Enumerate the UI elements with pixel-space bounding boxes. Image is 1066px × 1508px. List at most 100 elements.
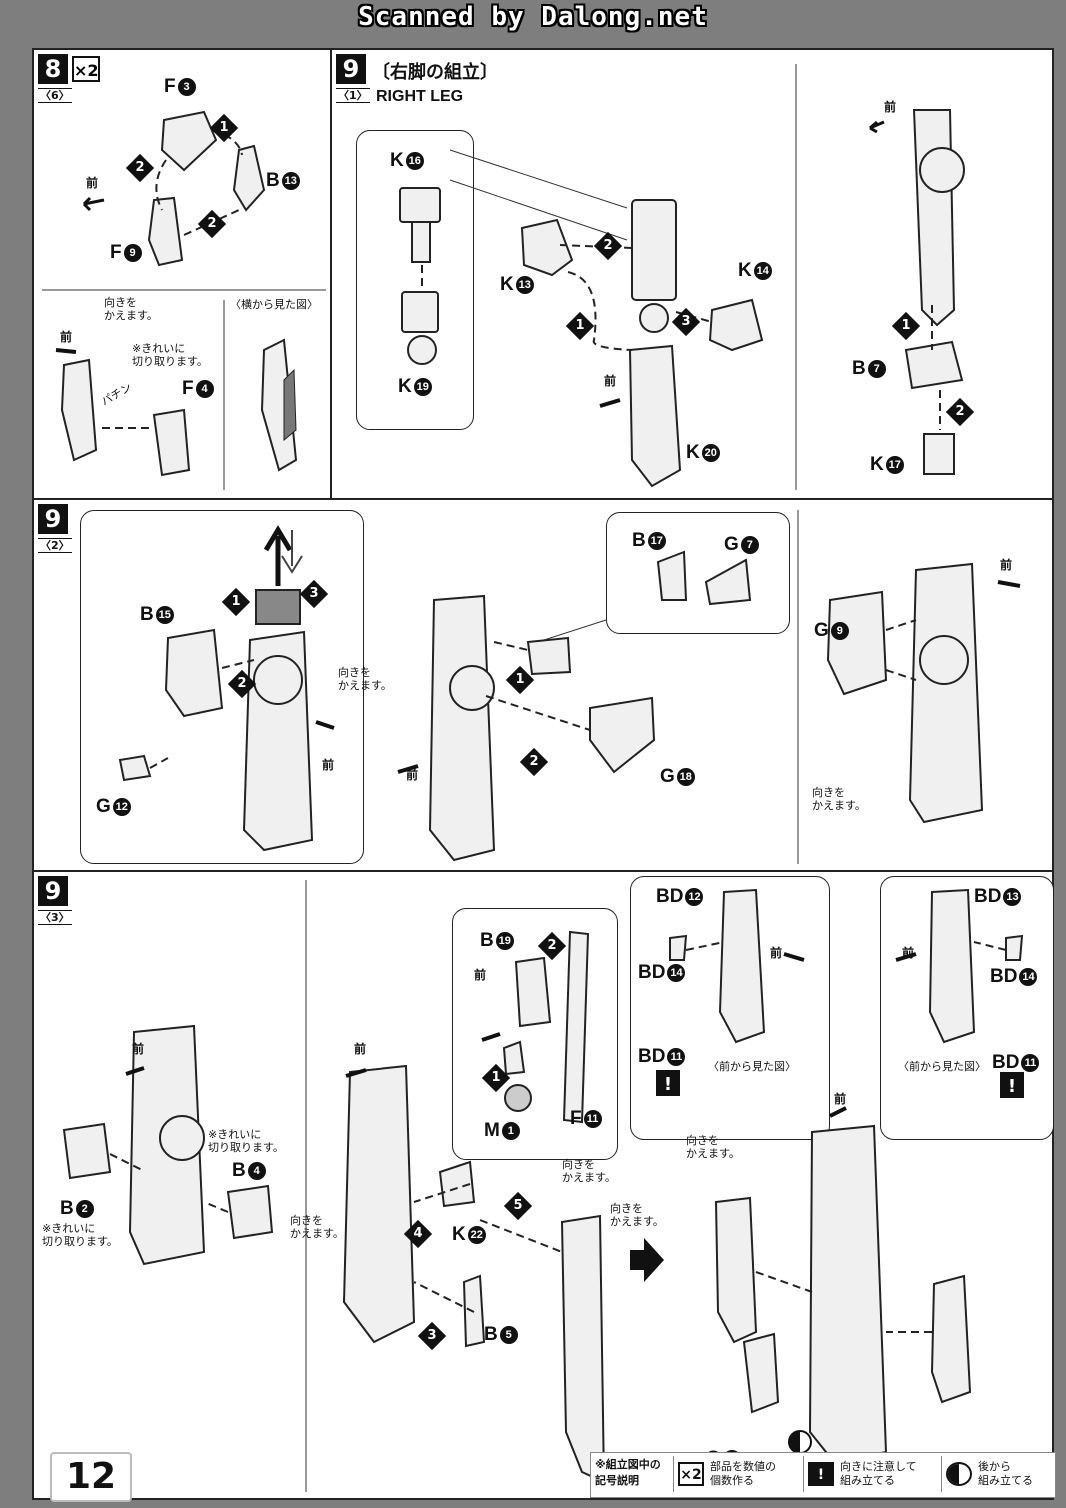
sequence-marker: 3 <box>417 1321 447 1351</box>
sequence-marker: 1 <box>505 665 535 695</box>
sub-step-number: 〈3〉 <box>38 910 72 925</box>
front-direction-label: 前 <box>86 176 99 190</box>
legend-text: 部品を数値の 個数作る <box>710 1460 776 1487</box>
multiply-icon: ×2 <box>678 1462 704 1486</box>
sequence-marker: 1 <box>209 113 239 143</box>
step9-1-diagram <box>399 64 965 490</box>
svg-text:!: ! <box>664 1074 672 1095</box>
step-number: 8 <box>38 54 68 84</box>
step9-3-diagram: ! ! <box>62 880 1024 1492</box>
sequence-marker: 2 <box>197 209 227 239</box>
sequence-marker: 3 <box>671 307 701 337</box>
callout-bubble <box>356 130 474 430</box>
turn-note: 向きを かえます。 <box>686 1134 740 1160</box>
front-direction-label: 前 <box>884 100 897 114</box>
front-direction-label: 前 <box>354 1042 367 1056</box>
sub-step-number: 〈1〉 <box>336 88 370 103</box>
front-direction-label: 前 <box>322 758 335 772</box>
sequence-marker: 5 <box>503 1191 533 1221</box>
section-title-jp: 〔右脚の組立〕 <box>372 62 498 83</box>
warning-icon: ! <box>808 1462 834 1486</box>
turn-note: 向きを かえます。 <box>812 786 866 812</box>
step-number: 9 <box>336 54 366 84</box>
legend-item-later: 後から 組み立てる <box>941 1456 1054 1492</box>
sequence-marker: 2 <box>593 231 623 261</box>
turn-note: 向きを かえます。 <box>290 1214 344 1240</box>
step8-diagram <box>42 110 326 490</box>
clean-cut-note: ※きれいに 切り取ります。 <box>42 1222 118 1248</box>
front-direction-label: 前 <box>1000 558 1013 572</box>
clean-cut-note: ※きれいに 切り取ります。 <box>208 1128 284 1154</box>
front-direction-label: 前 <box>834 1092 847 1106</box>
scan-credit: Scanned by Dalong.net <box>358 2 708 32</box>
legend-text: 向きに注意して 組み立てる <box>840 1460 917 1487</box>
step9-1-panel: 9 〈1〉 〔右脚の組立〕 RIGHT LEG <box>330 48 1054 500</box>
sequence-marker: 2 <box>227 669 257 699</box>
side-view-note: 〈横から見た図〉 <box>230 298 318 311</box>
step9-2-panel: 9 〈2〉 <box>32 498 1054 872</box>
front-direction-label: 前 <box>474 968 487 982</box>
front-view-note: 〈前から見た図〉 <box>898 1060 986 1073</box>
section-title-en: RIGHT LEG <box>376 88 464 105</box>
callout-bubble <box>606 512 790 634</box>
sequence-marker: 2 <box>519 747 549 777</box>
turn-note: 向きを かえます。 <box>338 666 392 692</box>
multiplier-badge: ×2 <box>72 56 100 82</box>
front-direction-label: 前 <box>60 330 73 344</box>
front-view-note: 〈前から見た図〉 <box>708 1060 796 1073</box>
sequence-marker: 3 <box>299 579 329 609</box>
sequence-marker: 4 <box>403 1219 433 1249</box>
sub-step-number: 〈2〉 <box>38 538 72 553</box>
step9-2-diagram <box>118 510 1021 864</box>
symbol-legend: ※組立図中の 記号説明 ×2 部品を数値の 個数作る ! 向きに注意して 組み立… <box>590 1452 1056 1498</box>
sequence-marker: 1 <box>891 311 921 341</box>
turn-note: 向きを かえます。 <box>610 1202 664 1228</box>
legend-title: ※組立図中の 記号説明 <box>595 1458 661 1487</box>
sequence-marker: 2 <box>125 153 155 183</box>
legend-item-orientation: ! 向きに注意して 組み立てる <box>803 1456 936 1492</box>
front-direction-label: 前 <box>132 1042 145 1056</box>
sub-step-number: 〈6〉 <box>38 88 72 103</box>
step-number: 9 <box>38 504 68 534</box>
sequence-marker: 2 <box>945 397 975 427</box>
legend-text: 後から 組み立てる <box>978 1460 1033 1487</box>
sequence-marker: 2 <box>537 931 567 961</box>
step9-3-panel: 9 〈3〉 <box>32 870 1054 1500</box>
front-direction-label: 前 <box>604 374 617 388</box>
sequence-marker: 1 <box>481 1063 511 1093</box>
step-number: 9 <box>38 876 68 906</box>
turn-note: 向きを かえます。 <box>104 296 158 322</box>
front-direction-label: 前 <box>770 946 783 960</box>
svg-text:!: ! <box>1008 1076 1016 1097</box>
turn-note: 向きを かえます。 <box>562 1158 616 1184</box>
legend-item-multiply: ×2 部品を数値の 個数作る <box>673 1456 800 1492</box>
